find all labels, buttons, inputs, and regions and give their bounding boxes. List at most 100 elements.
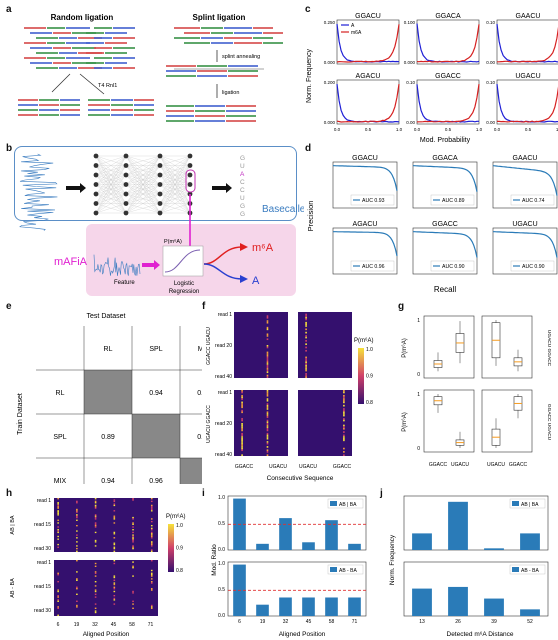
base-letter: C bbox=[240, 179, 245, 186]
heatmap bbox=[298, 312, 352, 378]
heatmap-cell bbox=[266, 437, 269, 440]
heatmap-cell bbox=[150, 582, 153, 584]
bar bbox=[302, 542, 315, 550]
heatmap-cell bbox=[343, 413, 345, 415]
heatmap-cell bbox=[150, 606, 153, 608]
heatmap-cell bbox=[266, 454, 269, 456]
heatmap-cell bbox=[76, 600, 78, 602]
nn-node bbox=[123, 210, 129, 216]
e-cell-value: 0.93 bbox=[197, 434, 202, 441]
heatmap-cell bbox=[94, 504, 97, 507]
heatmap-cell bbox=[343, 411, 345, 414]
c-subplot-title: GGACC bbox=[435, 73, 461, 80]
heatmap-cell bbox=[150, 574, 153, 576]
f-ytick: read 1 bbox=[218, 312, 232, 318]
heatmap-cell bbox=[57, 543, 59, 546]
heatmap-cell bbox=[266, 315, 269, 317]
heatmap-cell bbox=[150, 550, 153, 552]
c-ytick: 0.000 bbox=[324, 120, 336, 125]
g-ylabel: P(m⁶A) bbox=[401, 412, 408, 431]
heatmap-cell bbox=[132, 547, 134, 550]
nn-node bbox=[157, 172, 163, 178]
heatmap-cell bbox=[343, 451, 345, 453]
heatmap-cell bbox=[94, 526, 97, 528]
heatmap-cell bbox=[266, 419, 269, 422]
bar bbox=[412, 533, 432, 550]
heatmap-cell bbox=[266, 424, 269, 427]
random-ligation-title: Random ligation bbox=[51, 13, 114, 22]
c-xtick: 0.0 bbox=[334, 127, 341, 132]
base-letter: U bbox=[240, 195, 245, 202]
nn-edge bbox=[159, 155, 191, 204]
heatmap-cell bbox=[57, 606, 59, 608]
nn-edge bbox=[95, 184, 127, 214]
f-ytick: read 40 bbox=[215, 374, 232, 380]
e-grid: RLSPLMIXRL0.940.94SPL0.890.93MIX0.940.96 bbox=[36, 326, 202, 484]
heatmap-cell bbox=[94, 607, 97, 609]
bar-xtick: 71 bbox=[352, 619, 358, 625]
heatmap-cell bbox=[266, 374, 269, 377]
d-subplot-title: UGACU bbox=[512, 221, 537, 228]
heatmap-cell bbox=[76, 510, 78, 512]
basecaller-label: Basecaller bbox=[262, 204, 304, 215]
bar bbox=[484, 548, 504, 550]
feature-trace bbox=[93, 254, 141, 276]
heatmap-cell bbox=[76, 560, 78, 562]
heatmap-cell bbox=[132, 498, 134, 500]
d-legend-box bbox=[430, 194, 475, 206]
heatmap-cell bbox=[132, 575, 134, 577]
f-xtick: GGACC bbox=[235, 464, 254, 470]
heatmap-cell bbox=[76, 541, 78, 543]
heatmap-cell bbox=[150, 534, 153, 536]
arrowhead-m6a bbox=[240, 243, 248, 251]
nn-edge bbox=[95, 155, 127, 195]
h-ytick: read 30 bbox=[34, 608, 51, 614]
heatmap-cell bbox=[150, 542, 153, 544]
f-xtick: UGACU bbox=[299, 464, 317, 470]
heatmap-cell bbox=[113, 582, 116, 584]
heatmap-cell bbox=[266, 321, 269, 324]
d-auc-label: AUC 0.96 bbox=[362, 264, 385, 270]
heatmap-cell bbox=[57, 546, 59, 548]
nn-node bbox=[157, 182, 163, 187]
bar-legend-label: AB | BA bbox=[521, 502, 539, 508]
heatmap-cell bbox=[113, 595, 116, 597]
heatmap-cell bbox=[266, 427, 269, 430]
heatmap-cell bbox=[150, 589, 153, 591]
c-ytick: 0.200 bbox=[324, 80, 336, 85]
heatmap-cell bbox=[94, 585, 97, 587]
heatmap-cell bbox=[241, 390, 243, 392]
c-axes bbox=[336, 79, 400, 125]
e-col-header: MIX bbox=[198, 346, 202, 353]
heatmap-cell bbox=[113, 510, 116, 512]
nn-edge bbox=[125, 155, 161, 195]
j-xlabel: Detected m⁶A Distance bbox=[447, 631, 514, 638]
heatmap-cell bbox=[94, 525, 97, 527]
bar-axes bbox=[403, 495, 549, 551]
heatmap-cell bbox=[113, 518, 116, 520]
d-axes bbox=[492, 161, 558, 209]
heatmap-cell bbox=[241, 437, 243, 440]
heatmap-cell bbox=[266, 371, 269, 374]
c-subplot-title: GGACU bbox=[355, 13, 381, 20]
output-a-label: A bbox=[252, 275, 260, 287]
g-ytick: 1 bbox=[417, 392, 420, 398]
g-axes bbox=[481, 389, 533, 453]
heatmap-cell bbox=[57, 538, 59, 540]
heatmap-cell bbox=[266, 393, 269, 395]
bar bbox=[348, 543, 361, 550]
heatmap-cell bbox=[76, 588, 78, 590]
heatmap-cell bbox=[113, 533, 116, 535]
heatmap-cell bbox=[266, 328, 269, 331]
heatmap-cell bbox=[132, 523, 134, 525]
heatmap-cell bbox=[57, 522, 59, 524]
heatmap-cell bbox=[241, 454, 243, 456]
heatmap-cell bbox=[241, 398, 243, 400]
heatmap-cell bbox=[241, 411, 243, 414]
bar-xtick: 26 bbox=[455, 619, 461, 625]
heatmap-cell bbox=[305, 315, 307, 317]
base-letter: U bbox=[240, 163, 245, 170]
sigmoid-curve bbox=[164, 249, 201, 273]
c-subplot-title: GGACA bbox=[435, 13, 461, 20]
arrow-to-a bbox=[203, 263, 243, 280]
